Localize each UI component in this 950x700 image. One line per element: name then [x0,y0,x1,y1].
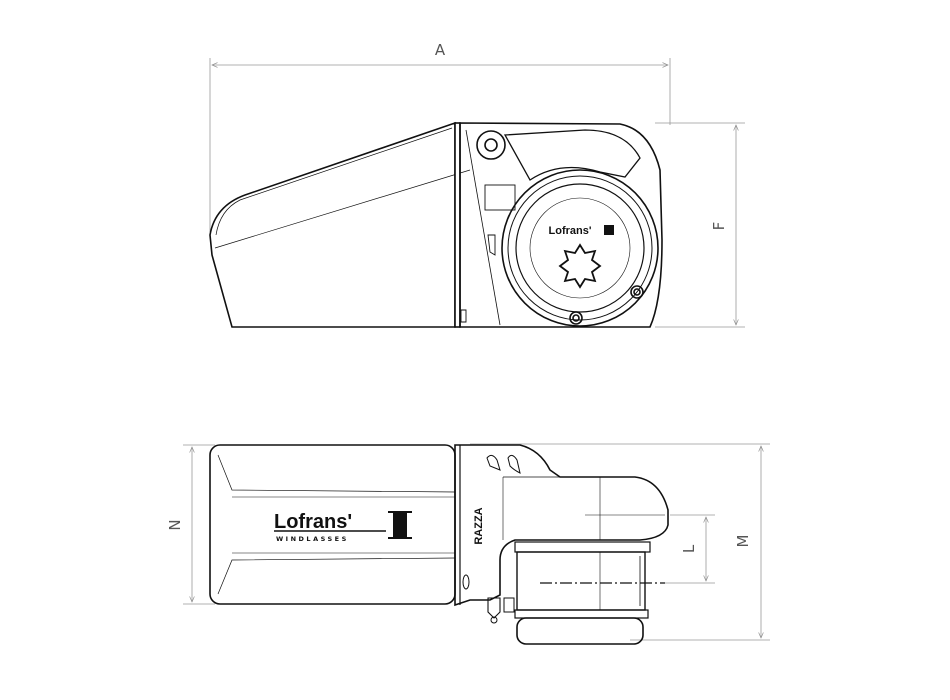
dimension-a [209,58,671,232]
windlass-body-plan [454,444,669,607]
drum-plan [514,541,665,645]
bolt [487,597,501,619]
star-socket-icon [558,243,602,289]
plan-view: N M L Lofrans' WINDLASSES RAZZA [166,443,770,645]
dimension-l-label: L [680,544,698,553]
dimension-m-label: M [734,535,752,548]
windlass-body [459,122,663,328]
side-view: A F Lofrans' [209,41,745,328]
dimension-m [470,443,770,641]
dimension-n [183,444,215,605]
cover-tagline: WINDLASSES [276,535,349,543]
dimension-a-label: A [435,41,446,59]
pivot-bolt [476,130,506,160]
cover-housing [209,121,456,328]
drum-logo: Lofrans' [549,225,592,237]
dimension-n-label: N [166,519,184,530]
dimension-f-label: F [710,222,728,231]
dimension-f [655,122,745,328]
drum [501,169,659,327]
model-name: RAZZA [473,507,485,544]
dimension-l [665,514,715,584]
cover-logo: Lofrans' [274,511,352,533]
